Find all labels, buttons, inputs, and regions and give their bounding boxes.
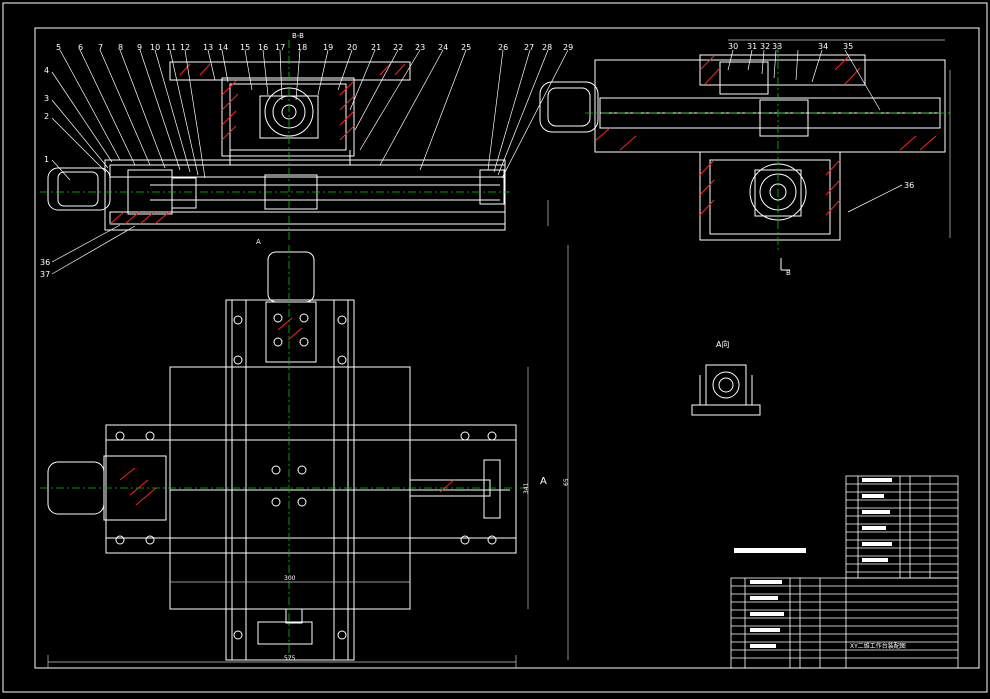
plan-hatch: [119, 317, 455, 506]
balloon-37: 37: [40, 270, 50, 279]
dim-height-right: 341: [523, 482, 530, 494]
balloon-numbers-bottom: 36 37: [40, 258, 50, 279]
side-view-center-lines: [585, 45, 950, 250]
section-label-bb: B-B: [292, 32, 304, 40]
section-hatch-main: [109, 63, 406, 225]
balloon-20: 20: [347, 43, 357, 52]
balloon-16: 16: [258, 43, 268, 52]
balloon-22: 22: [393, 43, 403, 52]
balloon-numbers-left: 5 6 7 8 9 10 11 12 13 14 15 16 17 18 19 …: [56, 43, 471, 52]
balloon-32: 32: [760, 42, 770, 51]
parts-list: [730, 475, 959, 669]
balloon-26: 26: [498, 43, 508, 52]
title-block-caption: XY二维工作台装配图: [850, 642, 906, 650]
section-mark-a: A: [256, 238, 261, 246]
balloon-36: 36: [40, 258, 50, 267]
balloon-34: 34: [818, 42, 828, 51]
balloon-24: 24: [438, 43, 448, 52]
balloon-11: 11: [166, 43, 176, 52]
balloon-1: 1: [44, 155, 49, 164]
balloon-7: 7: [98, 43, 103, 52]
balloon-5: 5: [56, 43, 61, 52]
balloon-36-right: 36: [904, 181, 914, 190]
section-center-lines: [40, 40, 510, 240]
balloon-13: 13: [203, 43, 213, 52]
balloon-14: 14: [218, 43, 228, 52]
balloon-17: 17: [275, 43, 285, 52]
balloon-4: 4: [44, 66, 49, 75]
view-a-detail: [691, 364, 761, 416]
dim-table-width: 300: [284, 575, 296, 582]
balloon-25: 25: [461, 43, 471, 52]
balloon-31: 31: [747, 42, 757, 51]
side-view: [539, 54, 946, 241]
balloon-numbers-right: 30 31 32 33 34 35: [728, 42, 853, 51]
balloon-28: 28: [542, 43, 552, 52]
dimension-lines: [47, 39, 951, 668]
balloon-29: 29: [563, 43, 573, 52]
balloon-18: 18: [297, 43, 307, 52]
dim-width-bottom: 575: [284, 655, 296, 662]
balloon-2: 2: [44, 112, 49, 121]
balloon-12: 12: [180, 43, 190, 52]
balloon-8: 8: [118, 43, 123, 52]
view-a-label: A向: [716, 339, 729, 349]
balloon-30: 30: [728, 42, 738, 51]
balloon-3: 3: [44, 94, 49, 103]
balloon-23: 23: [415, 43, 425, 52]
dim-height-right2: 65: [563, 478, 570, 486]
parts-list-fills: [734, 478, 892, 648]
side-view-hatch: [595, 55, 937, 216]
section-mark-b: B: [786, 269, 791, 277]
balloon-33: 33: [772, 42, 782, 51]
balloon-15: 15: [240, 43, 250, 52]
balloon-10: 10: [150, 43, 160, 52]
plan-bolts: [115, 313, 497, 640]
balloon-numbers-side: 4 3 2 1: [44, 66, 49, 164]
balloon-numbers-mid: 26 27 28 29: [498, 43, 573, 52]
balloon-19: 19: [323, 43, 333, 52]
balloon-21: 21: [371, 43, 381, 52]
plan-view: [47, 251, 517, 661]
balloon-9: 9: [137, 43, 142, 52]
section-mark-a-plan: A: [540, 476, 547, 487]
plan-center-lines: [40, 245, 525, 660]
side-leaders: [727, 49, 903, 213]
leader-lines: [51, 49, 569, 275]
balloon-6: 6: [78, 43, 83, 52]
balloon-35: 35: [843, 42, 853, 51]
balloon-27: 27: [524, 43, 534, 52]
